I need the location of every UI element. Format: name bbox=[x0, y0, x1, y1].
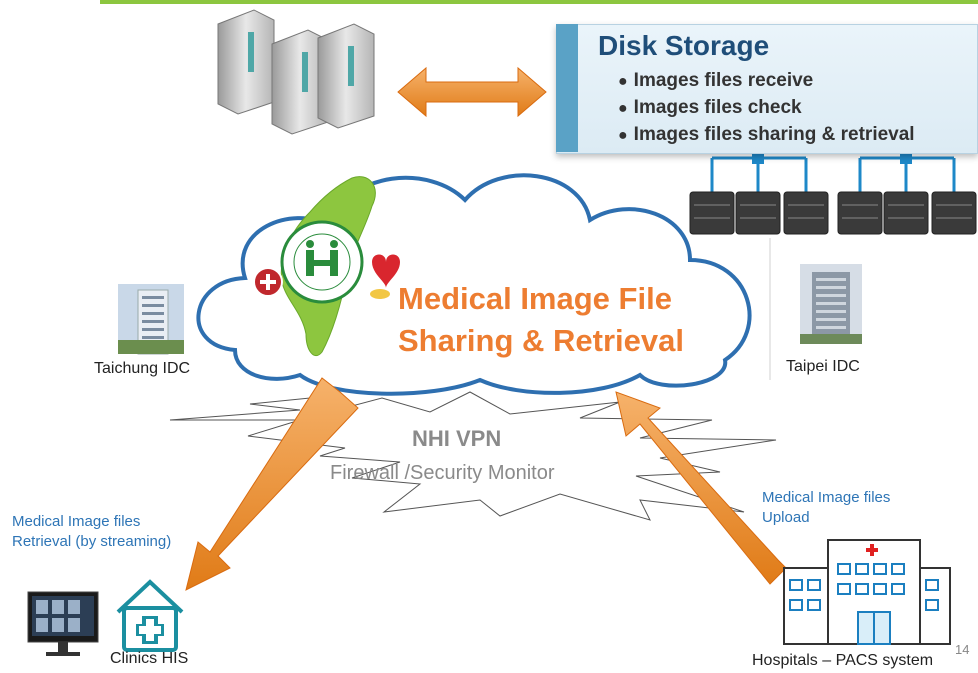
disk-storage-title: Disk Storage bbox=[598, 30, 770, 61]
retrieval-label-line1: Medical Image files bbox=[12, 513, 141, 530]
retrieval-label: Medical Image files Retrieval (by stream… bbox=[12, 512, 171, 552]
page-number: 14 bbox=[955, 642, 970, 657]
top-accent-line bbox=[100, 0, 978, 4]
clinics-his-label: Clinics HIS bbox=[110, 650, 189, 667]
cloud-title-line2: Sharing & Retrieval bbox=[398, 323, 684, 358]
taipei-idc-label: Taipei IDC bbox=[786, 358, 860, 375]
network-storage-icon bbox=[710, 156, 956, 192]
upload-label-line2: Upload bbox=[762, 509, 810, 526]
vpn-subtitle: Firewall /Security Monitor bbox=[330, 462, 555, 484]
disk-storage-accent-bar bbox=[556, 24, 578, 152]
vpn-title: NHI VPN bbox=[412, 426, 502, 451]
disk-storage-list: Images files receive Images files check … bbox=[618, 68, 915, 149]
building-icon bbox=[118, 284, 184, 355]
list-item: Images files receive bbox=[618, 68, 915, 95]
upload-arrow bbox=[615, 391, 787, 585]
upload-label: Medical Image files Upload bbox=[762, 488, 890, 528]
clinic-house-icon bbox=[116, 579, 184, 652]
double-arrow-icon bbox=[397, 66, 547, 118]
hospital-icon bbox=[783, 539, 951, 645]
cloud-title-line1: Medical Image File bbox=[398, 281, 672, 316]
server-rack-icon bbox=[217, 9, 375, 135]
list-item: Images files sharing & retrieval bbox=[618, 122, 915, 149]
list-item: Images files check bbox=[618, 95, 915, 122]
monitor-icon bbox=[27, 591, 99, 656]
nhi-logo-icon bbox=[253, 220, 400, 304]
upload-label-line1: Medical Image files bbox=[762, 489, 891, 506]
taichung-idc-label: Taichung IDC bbox=[94, 360, 191, 377]
hospitals-pacs-label: Hospitals – PACS system bbox=[752, 652, 934, 669]
retrieval-label-line2: Retrieval (by streaming) bbox=[12, 533, 172, 550]
cloud-title: Medical Image File Sharing & Retrieval bbox=[398, 278, 684, 362]
building-icon bbox=[800, 264, 862, 344]
retrieval-arrow bbox=[185, 377, 359, 591]
